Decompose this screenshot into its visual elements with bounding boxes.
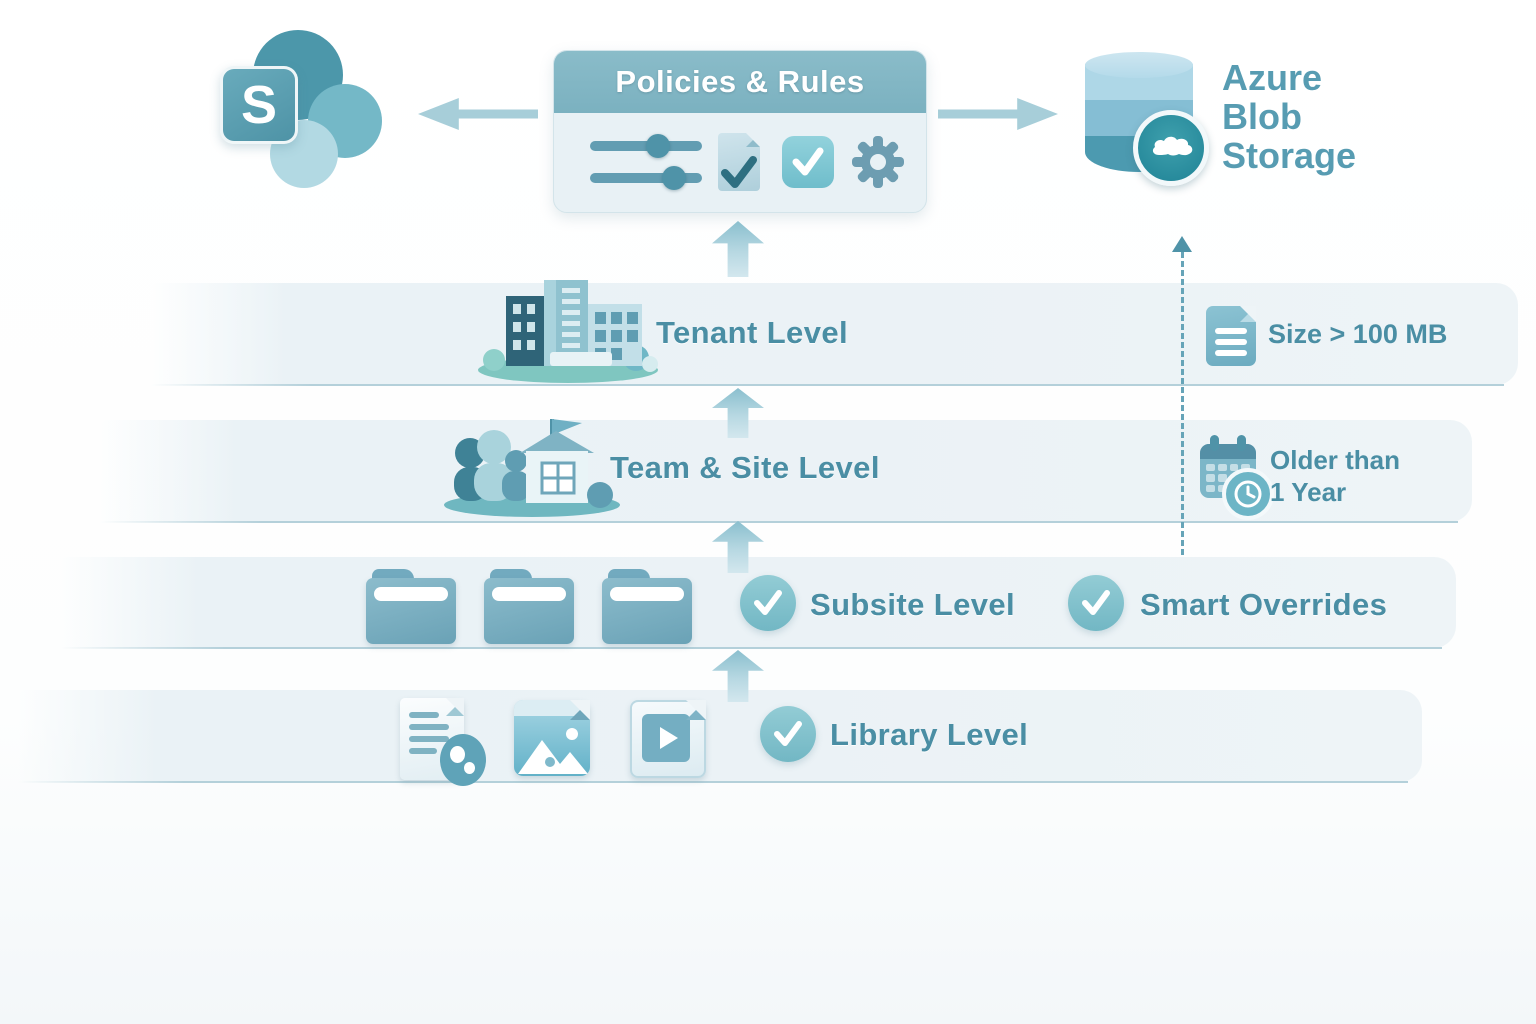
folder-slot (492, 587, 566, 601)
cylinder-top (1085, 52, 1193, 78)
document-line (409, 748, 437, 754)
check-badge-icon (740, 575, 796, 631)
document-line (1215, 350, 1247, 356)
dashed-arrowhead-icon (1172, 236, 1192, 252)
arrow-tenant-to-policies (712, 221, 764, 277)
team-site-icon (444, 419, 620, 517)
document-line (409, 736, 449, 742)
play-icon (659, 727, 678, 749)
gear-icon (850, 134, 906, 190)
age-rule-label-line1: Older than (1270, 445, 1401, 475)
arrow-to-sharepoint (418, 98, 538, 130)
document-line (409, 712, 439, 718)
document-badge-icon (400, 698, 486, 786)
policies-rules-title: Policies & Rules (615, 64, 865, 99)
checkbox-icon (782, 136, 834, 188)
subsite-level-label: Subsite Level (810, 587, 1016, 622)
video-frame (642, 714, 690, 762)
slider-track (590, 173, 702, 183)
check-badge-icon (760, 706, 816, 762)
document-fold (1240, 306, 1256, 322)
folder-icon (366, 569, 456, 644)
slider-knob (662, 166, 686, 190)
team-site-level-label: Team & Site Level (610, 450, 880, 485)
azure-label-line: Storage (1222, 135, 1357, 176)
document-line (1215, 339, 1247, 345)
image-fold (570, 700, 590, 720)
tenant-level-band (150, 283, 1518, 386)
calendar-peg (1210, 435, 1219, 451)
sharepoint-icon: S (220, 66, 298, 144)
document-line (409, 724, 449, 730)
document-fold (746, 133, 760, 147)
folder-slot (610, 587, 684, 601)
tenant-level-label: Tenant Level (656, 315, 848, 350)
buildings-icon (478, 280, 658, 383)
sliders-icon (590, 131, 702, 191)
calendar-header (1200, 444, 1256, 459)
arrow-to-azure (938, 98, 1058, 130)
library-level-label: Library Level (830, 717, 1029, 752)
policies-rules-header: Policies & Rules (554, 51, 926, 113)
azure-blob-storage-label: Azure Blob Storage (1222, 58, 1356, 175)
band-divider (150, 384, 1504, 386)
folder-slot (374, 587, 448, 601)
dashed-line-to-azure (1181, 252, 1184, 555)
size-rule-label: Size > 100 MB (1268, 319, 1448, 349)
document-fold (446, 698, 464, 716)
policies-rules-box: Policies & Rules (553, 50, 927, 213)
share-badge-icon (440, 734, 486, 786)
band-divider (18, 781, 1408, 783)
smart-overrides-label: Smart Overrides (1140, 587, 1388, 622)
azure-label-line: Blob (1222, 96, 1302, 137)
azure-label-line: Azure (1222, 57, 1323, 98)
band-fill (18, 690, 1422, 782)
band-divider (100, 521, 1458, 523)
slider-knob (646, 134, 670, 158)
clock-icon (1222, 468, 1274, 520)
video-fold (686, 700, 706, 720)
age-rule-label-line2: 1 Year (1270, 477, 1347, 507)
band-fill (150, 283, 1518, 385)
blob-badge-icon (1133, 110, 1209, 186)
check-badge-icon (1068, 575, 1124, 631)
band-divider (60, 647, 1442, 649)
library-level-band (18, 690, 1422, 783)
folder-icon (602, 569, 692, 644)
size-rule-document-icon (1206, 306, 1256, 366)
video-file-icon (630, 700, 706, 778)
document-line (1215, 328, 1247, 334)
calendar-peg (1237, 435, 1246, 451)
document-check-icon (718, 133, 760, 191)
folder-icon (484, 569, 574, 644)
sharepoint-letter: S (240, 75, 278, 135)
